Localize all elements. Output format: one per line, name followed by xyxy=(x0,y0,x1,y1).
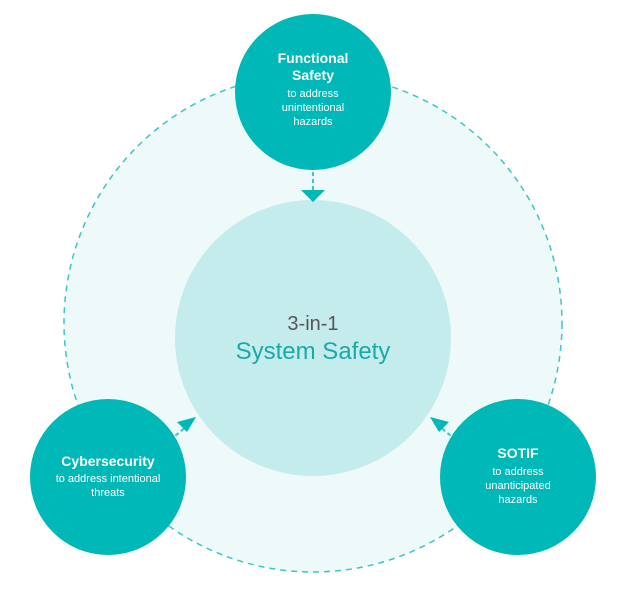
sotif-desc: to address unanticipated hazards xyxy=(485,466,551,506)
cybersecurity-title: Cybersecurity xyxy=(61,453,155,469)
arrow-up-left-icon xyxy=(430,417,449,432)
center-label: 3-in-1 System Safety xyxy=(193,311,433,367)
cybersecurity-node: Cybersecurity to address intentional thr… xyxy=(40,453,176,500)
sotif-title: SOTIF xyxy=(497,445,539,461)
center-label-line2: System Safety xyxy=(235,338,391,365)
functional-safety-node: Functional Safety to address unintention… xyxy=(263,50,363,129)
center-circle xyxy=(175,200,451,476)
functional-safety-desc: to address unintentional hazards xyxy=(281,88,345,128)
functional-safety-title: Functional Safety xyxy=(277,50,349,83)
arrow-up-right-icon xyxy=(177,417,196,432)
arrow-down-icon xyxy=(301,190,325,202)
cybersecurity-desc: to address intentional threats xyxy=(55,473,161,499)
functional-safety-circle xyxy=(235,14,391,170)
cybersecurity-circle xyxy=(30,399,186,555)
sotif-node: SOTIF to address unanticipated hazards xyxy=(470,445,566,507)
center-label-line1: 3-in-1 xyxy=(287,313,339,335)
sotif-circle xyxy=(440,399,596,555)
